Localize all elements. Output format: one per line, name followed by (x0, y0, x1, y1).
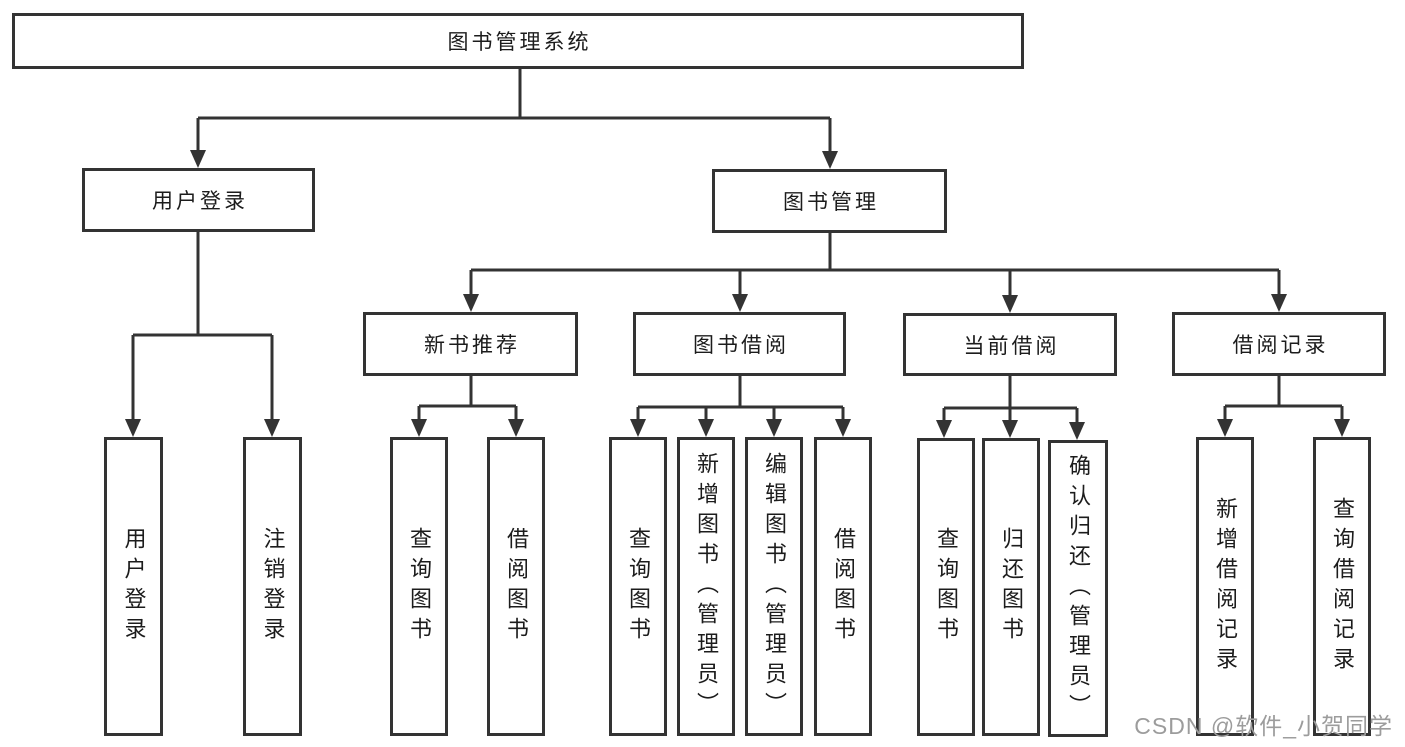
node-leaf-query-books-recommend: 查询图书 (390, 437, 448, 736)
arrowhead-icon (732, 294, 748, 312)
node-borrowing-records: 借阅记录 (1172, 312, 1386, 376)
node-leaf-user-login: 用户登录 (104, 437, 163, 736)
node-label-leaf-query-books-current: 查询图书 (934, 527, 959, 647)
node-leaf-borrow-books-recommend: 借阅图书 (487, 437, 545, 736)
node-label-leaf-user-login: 用户登录 (121, 526, 147, 647)
arrowhead-icon (1217, 419, 1233, 437)
node-label-user-login: 用户登录 (152, 190, 248, 213)
arrowhead-icon (190, 150, 206, 168)
arrowhead-icon (1334, 419, 1350, 437)
node-root: 图书管理系统 (12, 13, 1024, 69)
node-label-new-book-recommend: 新书推荐 (424, 334, 520, 357)
node-leaf-query-books-current: 查询图书 (917, 438, 975, 736)
node-leaf-return-book: 归还图书 (982, 438, 1040, 736)
node-label-leaf-edit-book-admin: 编辑图书（管理员） (762, 451, 787, 722)
node-book-borrowing: 图书借阅 (633, 312, 846, 376)
node-label-leaf-query-borrow-record: 查询借阅记录 (1330, 496, 1355, 677)
connector-path (1223, 376, 1344, 423)
arrowhead-icon (1002, 420, 1018, 438)
arrowhead-icon (1002, 295, 1018, 313)
node-label-book-borrowing: 图书借阅 (693, 334, 789, 357)
node-label-current-borrowing: 当前借阅 (963, 334, 1060, 358)
watermark: CSDN @软件_小贺同学 (1134, 713, 1393, 739)
node-leaf-confirm-return-admin: 确认归还（管理员） (1048, 440, 1108, 737)
node-label-leaf-query-books-borrowing: 查询图书 (626, 526, 651, 647)
node-label-leaf-confirm-return-admin: 确认归还（管理员） (1066, 453, 1091, 724)
arrowhead-icon (822, 151, 838, 169)
arrowhead-icon (1271, 294, 1287, 312)
arrowhead-icon (264, 419, 280, 437)
arrowhead-icon (630, 419, 646, 437)
node-new-book-recommend: 新书推荐 (363, 312, 578, 376)
node-label-leaf-borrow-books-recommend: 借阅图书 (504, 526, 529, 647)
node-leaf-query-borrow-record: 查询借阅记录 (1313, 437, 1371, 736)
arrowhead-icon (1069, 422, 1085, 440)
arrowhead-icon (698, 419, 714, 437)
arrowhead-icon (766, 419, 782, 437)
node-label-root: 图书管理系统 (447, 31, 592, 54)
connector-path (131, 232, 274, 423)
arrowhead-icon (936, 420, 952, 438)
node-leaf-add-borrow-record: 新增借阅记录 (1196, 437, 1254, 736)
node-leaf-add-book-admin: 新增图书（管理员） (677, 437, 735, 736)
node-label-book-management: 图书管理 (783, 191, 879, 214)
arrowhead-icon (125, 419, 141, 437)
node-leaf-edit-book-admin: 编辑图书（管理员） (745, 437, 803, 736)
node-leaf-query-books-borrowing: 查询图书 (609, 437, 667, 736)
node-label-leaf-add-book-admin: 新增图书（管理员） (694, 451, 719, 722)
node-label-leaf-query-books-recommend: 查询图书 (407, 526, 432, 647)
arrowhead-icon (463, 294, 479, 312)
connector-path (196, 69, 832, 155)
node-leaf-logout: 注销登录 (243, 437, 302, 736)
arrowhead-icon (411, 419, 427, 437)
connector-path (942, 376, 1079, 426)
connector-path (469, 233, 1281, 299)
node-leaf-borrow-books-borrowing: 借阅图书 (814, 437, 872, 736)
arrowhead-icon (835, 419, 851, 437)
node-label-leaf-borrow-books-borrowing: 借阅图书 (831, 526, 856, 647)
connector-path (417, 376, 518, 423)
node-current-borrowing: 当前借阅 (903, 313, 1117, 376)
node-label-leaf-add-borrow-record: 新增借阅记录 (1213, 496, 1238, 677)
node-label-borrowing-records: 借阅记录 (1232, 334, 1329, 357)
connector-path (636, 376, 845, 423)
node-user-login: 用户登录 (82, 168, 315, 232)
node-label-leaf-logout: 注销登录 (260, 526, 286, 647)
node-label-leaf-return-book: 归还图书 (999, 527, 1024, 647)
arrowhead-icon (508, 419, 524, 437)
node-book-management: 图书管理 (712, 169, 947, 233)
